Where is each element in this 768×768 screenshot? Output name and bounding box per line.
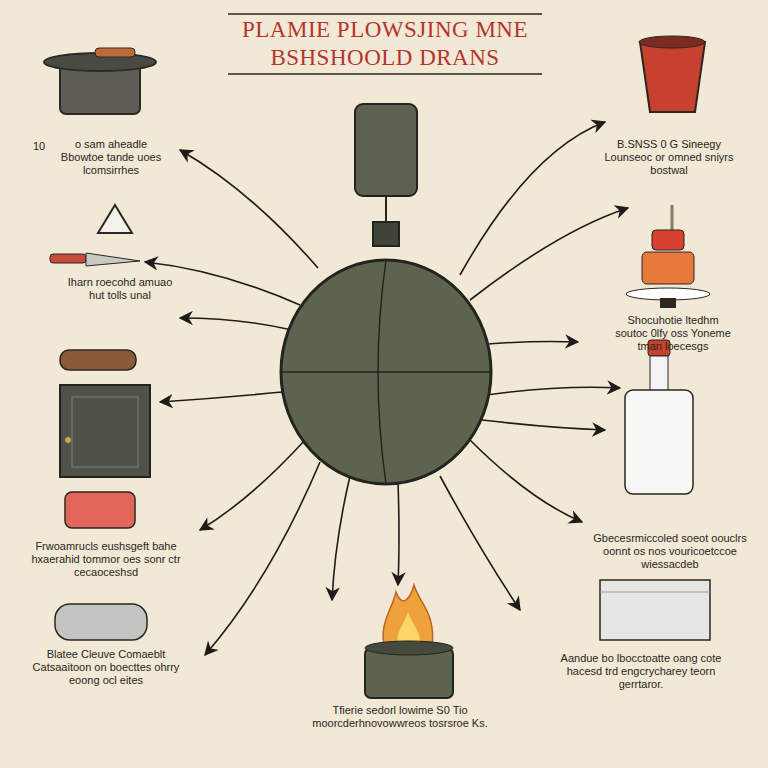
item-caption: Iharn roecohd amuao hut tolls unal	[60, 276, 180, 302]
item-caption: Blatee Cleuve Comaeblt Catsaaitoon on bo…	[25, 648, 187, 687]
title-rule	[228, 73, 542, 75]
item-caption: o sam aheadle Bbowtoe tande uoes lcomsir…	[55, 138, 167, 177]
item-caption: Aandue bo lbocctoatte oang cote hacesd t…	[545, 652, 737, 691]
item-caption: Tfierie sedorl lowime S0 Tio moorcderhno…	[312, 704, 488, 730]
item-caption: Frwoamrucls eushsgeft bahe hxaerahid tom…	[15, 540, 197, 579]
title-rule	[228, 13, 542, 15]
callout-number: 10	[28, 140, 50, 153]
item-caption: Shocuhotie ltedhm soutoc 0lfy oss Yoneme…	[610, 314, 736, 353]
item-caption: B.SNSS 0 G Sineegy Lounseoc or omned sni…	[603, 138, 735, 177]
arrows	[145, 122, 628, 655]
title: PLAMIE PLOWSJING MNE BSHSHOOLD DRANS	[230, 16, 540, 72]
item-caption: Gbecesrmiccoled soeot oouclrs oonnt os n…	[588, 532, 752, 571]
